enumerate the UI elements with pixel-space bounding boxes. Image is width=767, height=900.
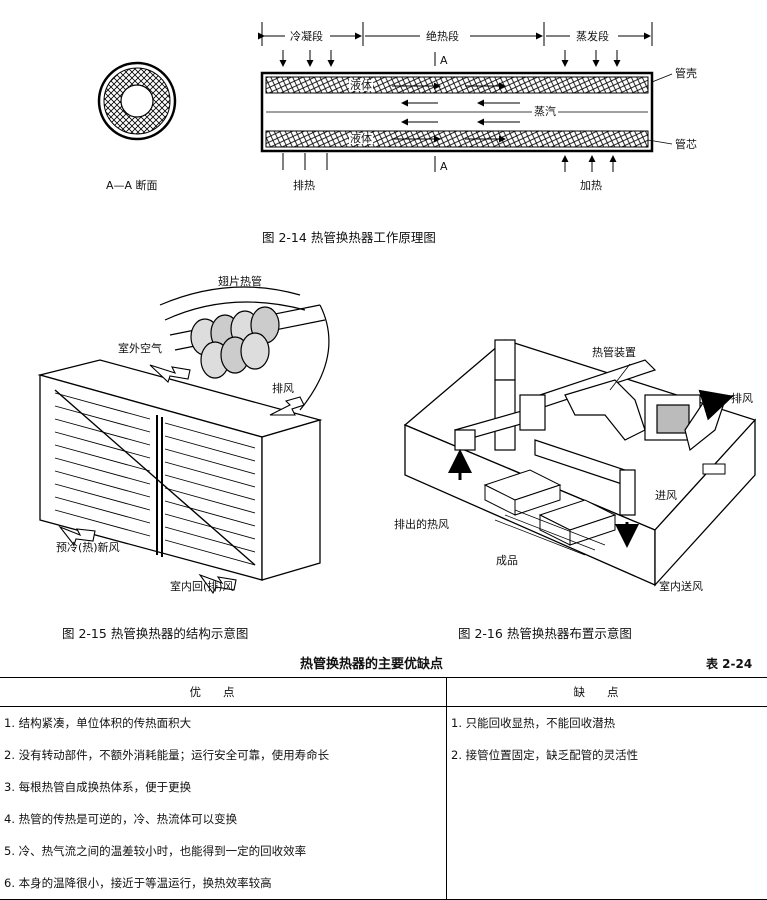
advantage-cell: 5. 冷、热气流之间的温差较小时，也能得到一定的回收效率 bbox=[0, 835, 447, 867]
condenser-section-label: 冷凝段 bbox=[288, 31, 325, 42]
adiabatic-section-label: 绝热段 bbox=[424, 31, 461, 42]
figure-2-16-diagram bbox=[385, 300, 765, 600]
heat-release-label: 排热 bbox=[293, 180, 315, 191]
disadvantages-header: 缺点 bbox=[447, 678, 767, 707]
disadvantage-cell bbox=[447, 867, 767, 900]
section-marker-bottom: A bbox=[440, 161, 448, 172]
advantage-cell: 3. 每根热管自成换热体系，便于更换 bbox=[0, 771, 447, 803]
table-title: 热管换热器的主要优缺点 bbox=[300, 653, 443, 672]
advantages-header: 优点 bbox=[0, 678, 447, 707]
disadvantage-cell: 1. 只能回收显热，不能回收潜热 bbox=[447, 707, 767, 740]
heat-pipe-device-label: 热管装置 bbox=[592, 347, 636, 358]
precooled-fresh-air-label: 预冷(热)新风 bbox=[56, 542, 120, 553]
indoor-return-air-label: 室内回(排)风 bbox=[170, 581, 234, 592]
figure-2-16-caption: 图 2-16 热管换热器布置示意图 bbox=[458, 623, 632, 642]
indoor-supply-air-label: 室内送风 bbox=[659, 581, 703, 592]
table-number: 表 2-24 bbox=[706, 655, 752, 672]
finned-pipe-label: 翅片热管 bbox=[218, 276, 262, 287]
figure-2-14-caption: 图 2-14 热管换热器工作原理图 bbox=[262, 227, 436, 246]
intake-air-label: 进风 bbox=[655, 490, 677, 501]
figure-2-15-diagram bbox=[0, 265, 380, 615]
evaporator-section-label: 蒸发段 bbox=[574, 31, 611, 42]
figure-2-14-diagram bbox=[0, 0, 767, 260]
advantage-cell: 2. 没有转动部件，不额外消耗能量；运行安全可靠，使用寿命长 bbox=[0, 739, 447, 771]
shell-label: 管壳 bbox=[675, 68, 697, 79]
product-label: 成品 bbox=[496, 555, 518, 566]
vapor-label: 蒸汽 bbox=[532, 106, 558, 117]
exhaust-air-label-2: 排风 bbox=[731, 393, 753, 404]
heat-pipe-longitudinal bbox=[262, 73, 672, 151]
cross-section-view bbox=[99, 63, 175, 139]
table-header-row: 优点 缺点 bbox=[0, 678, 767, 707]
disadvantage-cell bbox=[447, 803, 767, 835]
advantages-table: 优点 缺点 1. 结构紧凑，单位体积的传热面积大 1. 只能回收显热，不能回收潜… bbox=[0, 677, 767, 900]
liquid-top-label: 液体 bbox=[349, 80, 373, 91]
liquid-bottom-label: 液体 bbox=[349, 133, 373, 144]
table-row: 2. 没有转动部件，不额外消耗能量；运行安全可靠，使用寿命长 2. 接管位置固定… bbox=[0, 739, 767, 771]
table-row: 6. 本身的温降很小，接近于等温运行，换热效率较高 bbox=[0, 867, 767, 900]
advantage-cell: 4. 热管的传热是可逆的，冷、热流体可以变换 bbox=[0, 803, 447, 835]
section-marker-top: A bbox=[440, 55, 448, 66]
table-row: 4. 热管的传热是可逆的，冷、热流体可以变换 bbox=[0, 803, 767, 835]
table-row: 1. 结构紧凑，单位体积的传热面积大 1. 只能回收显热，不能回收潜热 bbox=[0, 707, 767, 740]
exhaust-air-label: 排风 bbox=[272, 383, 294, 394]
table-row: 3. 每根热管自成换热体系，便于更换 bbox=[0, 771, 767, 803]
section-view-label: A—A 断面 bbox=[106, 180, 158, 191]
wick-label: 管芯 bbox=[675, 139, 697, 150]
table-row: 5. 冷、热气流之间的温差较小时，也能得到一定的回收效率 bbox=[0, 835, 767, 867]
outdoor-air-label: 室外空气 bbox=[118, 343, 162, 354]
disadvantage-cell: 2. 接管位置固定，缺乏配管的灵活性 bbox=[447, 739, 767, 771]
heat-input-label: 加热 bbox=[580, 180, 602, 191]
disadvantage-cell bbox=[447, 835, 767, 867]
advantage-cell: 1. 结构紧凑，单位体积的传热面积大 bbox=[0, 707, 447, 740]
disadvantage-cell bbox=[447, 771, 767, 803]
advantage-cell: 6. 本身的温降很小，接近于等温运行，换热效率较高 bbox=[0, 867, 447, 900]
figure-2-15-caption: 图 2-15 热管换热器的结构示意图 bbox=[62, 623, 248, 642]
hot-exhaust-label: 排出的热风 bbox=[394, 519, 449, 530]
